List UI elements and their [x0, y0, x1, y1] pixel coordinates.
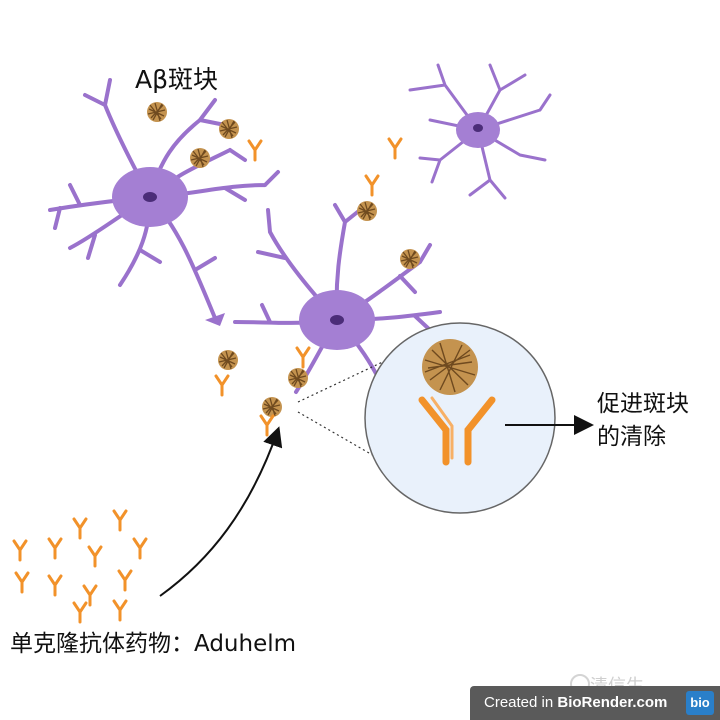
- zoom-circle: [364, 322, 556, 514]
- zoom-line-bottom: [297, 411, 396, 469]
- bio-logo-icon: bio: [686, 691, 714, 715]
- neuron-2-nucleus: [473, 124, 483, 132]
- drug-to-plaque-arrow: [159, 426, 283, 597]
- antibody-cluster: [12, 509, 148, 624]
- drug-label: 单克隆抗体药物：Aduhelm: [10, 631, 297, 657]
- neuron-3-nucleus: [330, 315, 344, 325]
- biorender-credit[interactable]: Created in BioRender.com bio: [470, 686, 720, 720]
- zoom-plaque: [422, 339, 478, 395]
- neuron-1: [48, 78, 280, 320]
- neuron-1-nucleus: [143, 192, 157, 202]
- credit-text: Created in BioRender.com: [484, 694, 668, 711]
- zoom-antibody: [418, 396, 496, 466]
- plaque-label: Aβ斑块: [135, 65, 219, 94]
- clearance-label: 促进斑块 的清除: [597, 391, 689, 450]
